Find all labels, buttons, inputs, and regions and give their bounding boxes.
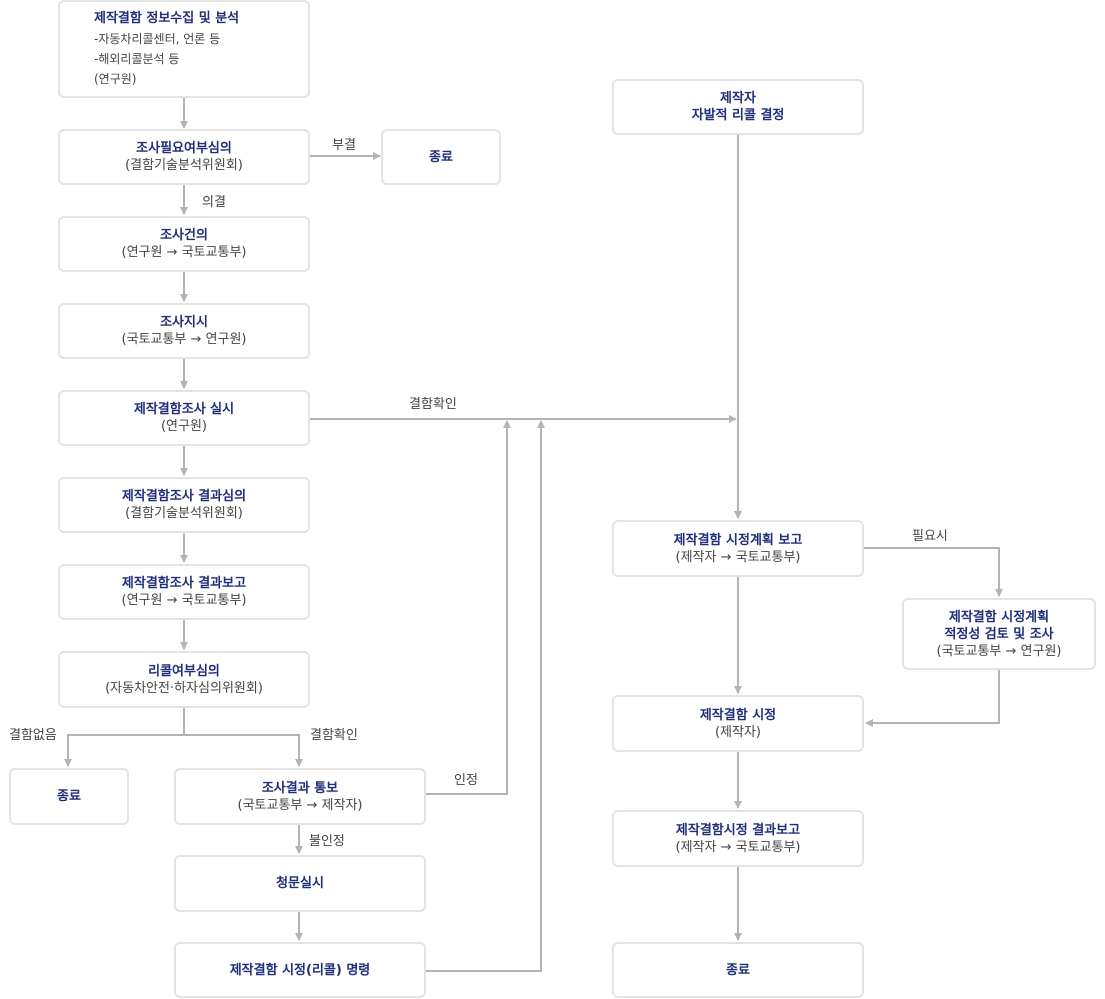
node-result-report: 제작결함조사 결과보고 (연구원 → 국토교통부) <box>58 564 310 620</box>
label-defect-confirmed: 결함확인 <box>310 728 358 743</box>
label-defect-confirmed-main: 결함확인 <box>409 397 457 412</box>
node-self-recall: 제작자 자발적 리콜 결정 <box>612 79 864 135</box>
node-plan-report-sub: (제작자 → 국토교통부) <box>675 549 801 565</box>
node-plan-report: 제작결함 시정계획 보고 (제작자 → 국토교통부) <box>612 520 864 577</box>
label-reject: 부결 <box>332 138 356 153</box>
node-propose: 조사건의 (연구원 → 국토교통부) <box>58 216 310 272</box>
node-self-recall-sub: 자발적 리콜 결정 <box>691 108 785 123</box>
node-result-review: 제작결함조사 결과심의 (결함기술분석위원회) <box>58 477 310 533</box>
node-notify-sub: (국토교통부 → 제작자) <box>237 797 363 813</box>
arrow-order-up <box>426 420 545 972</box>
node-collect-line-1: -자동차리콜센터, 언론 등 <box>94 31 221 46</box>
node-plan-review-title-2: 적정성 검토 및 조사 <box>944 626 1054 642</box>
node-hearing-title: 청문실시 <box>276 876 324 891</box>
node-end-1-title: 종료 <box>429 149 453 165</box>
node-recall-review-title: 리콜여부심의 <box>148 663 220 679</box>
node-propose-title: 조사건의 <box>160 228 208 243</box>
label-if-needed: 필요시 <box>912 529 948 544</box>
node-recall-review: 리콜여부심의 (자동차안전·하자심의위원회) <box>58 651 310 708</box>
node-end-1: 종료 <box>381 129 501 185</box>
arrow-accept-up <box>426 420 511 795</box>
node-order-fix: 제작결함 시정(리콜) 명령 <box>174 942 426 998</box>
node-order-fix-title: 제작결함 시정(리콜) 명령 <box>229 962 371 978</box>
node-collect-line-2: -해외리콜분석 등 <box>94 51 180 66</box>
node-order: 조사지시 (국토교통부 → 연구원) <box>58 303 310 359</box>
node-conduct: 제작결함조사 실시 (연구원) <box>58 390 310 446</box>
arrow-review-to-fix <box>865 670 1000 727</box>
node-collect-title: 제작결함 정보수집 및 분석 <box>94 10 240 26</box>
node-plan-report-title: 제작결함 시정계획 보고 <box>673 532 803 548</box>
node-notify-title: 조사결과 통보 <box>261 780 339 796</box>
node-fix-report-sub: (제작자 → 국토교통부) <box>675 839 801 855</box>
node-fix-report-title: 제작결함시정 결과보고 <box>675 822 801 838</box>
label-resolve: 의결 <box>202 195 226 210</box>
label-no-defect: 결함없음 <box>9 728 57 743</box>
node-review-need: 조사필요여부심의 (결함기술분석위원회) <box>58 129 310 185</box>
arrow-recall-review-split <box>64 708 185 767</box>
label-not-accept: 불인정 <box>309 834 345 849</box>
node-fix-title: 제작결함 시정 <box>699 707 777 723</box>
arrow-plan-to-review <box>864 547 1003 597</box>
node-conduct-sub: (연구원) <box>160 419 208 434</box>
node-order-sub: (국토교통부 → 연구원) <box>121 332 247 347</box>
node-order-title: 조사지시 <box>160 315 208 330</box>
node-review-need-title: 조사필요여부심의 <box>136 141 232 156</box>
node-end-3: 종료 <box>612 942 864 998</box>
node-fix-report: 제작결함시정 결과보고 (제작자 → 국토교통부) <box>612 810 864 867</box>
arrow-recall-review-to-notify <box>184 734 303 767</box>
node-self-recall-title: 제작자 <box>720 91 756 106</box>
node-end-3-title: 종료 <box>726 962 750 978</box>
node-end-2-title: 종료 <box>57 789 81 804</box>
node-result-review-sub: (결함기술분석위원회) <box>125 506 243 521</box>
node-recall-review-sub: (자동차안전·하자심의위원회) <box>105 680 263 696</box>
node-plan-review-title: 제작결함 시정계획 <box>948 609 1050 625</box>
node-result-report-sub: (연구원 → 국토교통부) <box>121 593 247 608</box>
node-conduct-title: 제작결함조사 실시 <box>133 402 235 417</box>
node-result-report-title: 제작결함조사 결과보고 <box>121 576 247 591</box>
node-hearing: 청문실시 <box>174 855 426 912</box>
node-collect-line-3: (연구원) <box>94 71 137 86</box>
node-result-review-title: 제작결함조사 결과심의 <box>121 489 247 504</box>
label-accept: 인정 <box>454 773 478 788</box>
node-propose-sub: (연구원 → 국토교통부) <box>121 245 247 260</box>
node-end-2: 종료 <box>9 768 129 825</box>
node-plan-review-sub: (국토교통부 → 연구원) <box>936 643 1062 659</box>
node-notify: 조사결과 통보 (국토교통부 → 제작자) <box>174 768 426 825</box>
node-fix: 제작결함 시정 (제작자) <box>612 695 864 752</box>
node-review-need-sub: (결함기술분석위원회) <box>125 158 243 173</box>
node-collect: 제작결함 정보수집 및 분석 -자동차리콜센터, 언론 등 -해외리콜분석 등 … <box>58 0 310 98</box>
node-plan-review: 제작결함 시정계획 적정성 검토 및 조사 (국토교통부 → 연구원) <box>902 598 1096 670</box>
node-fix-sub: (제작자) <box>714 724 762 740</box>
